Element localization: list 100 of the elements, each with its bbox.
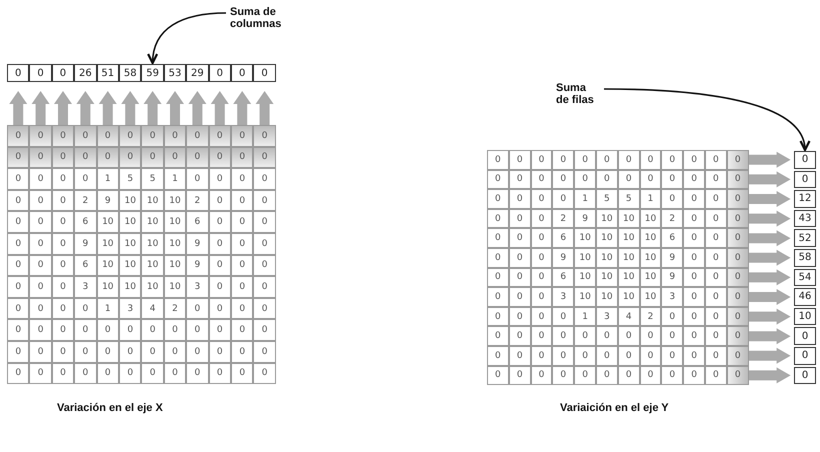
leader-arrow	[604, 88, 810, 152]
matrix-cell: 0	[530, 150, 552, 170]
matrix-cell: 0	[231, 362, 254, 384]
matrix-cell: 0	[231, 276, 254, 298]
matrix-cell: 0	[640, 366, 662, 386]
sum-cell: 26	[74, 64, 97, 82]
matrix-cell: 0	[208, 362, 231, 384]
matrix-cell: 0	[683, 208, 705, 228]
matrix-cell: 0	[487, 306, 509, 326]
matrix-cell: 3	[661, 287, 684, 307]
matrix-cell: 0	[231, 125, 254, 147]
matrix-cell: 1	[96, 298, 119, 320]
matrix-cell: 0	[705, 208, 727, 228]
matrix-cell: 0	[487, 150, 509, 170]
matrix-cell: 0	[7, 211, 30, 233]
matrix-cell: 3	[119, 298, 142, 320]
matrix-cell: 9	[661, 248, 684, 268]
matrix-cell: 0	[705, 228, 727, 248]
matrix-cell: 0	[74, 362, 97, 384]
matrix-cell: 10	[640, 268, 662, 288]
matrix-cell: 0	[508, 306, 531, 326]
matrix-cell: 0	[683, 248, 705, 268]
matrix-cell: 0	[618, 366, 640, 386]
matrix-cell: 10	[96, 211, 119, 233]
matrix-cell: 0	[253, 125, 276, 147]
matrix-cell: 0	[231, 168, 254, 190]
sum-cell: 54	[794, 268, 816, 286]
matrix-cell: 0	[141, 341, 164, 363]
matrix-cell: 10	[618, 268, 640, 288]
sum-cell: 10	[794, 308, 816, 326]
matrix-cell: 2	[164, 298, 186, 320]
matrix-cell: 0	[7, 319, 30, 341]
matrix-cell: 10	[640, 248, 662, 268]
matrix-cell: 0	[705, 189, 727, 209]
matrix-cell: 2	[661, 208, 684, 228]
matrix-cell: 0	[29, 341, 52, 363]
matrix-cell: 0	[253, 146, 276, 168]
matrix-cell: 0	[530, 228, 552, 248]
caption: Variaición en el eje Y	[560, 402, 669, 414]
matrix-cell: 10	[164, 190, 186, 212]
matrix-cell: 0	[253, 298, 276, 320]
matrix-cell: 0	[683, 306, 705, 326]
matrix-cell: 0	[552, 170, 574, 190]
matrix-cell: 0	[231, 254, 254, 276]
matrix-cell: 0	[508, 170, 531, 190]
matrix-cell: 0	[253, 211, 276, 233]
matrix-cell: 0	[74, 341, 97, 363]
matrix-cell: 0	[119, 341, 142, 363]
matrix-cell: 10	[119, 190, 142, 212]
matrix-cell: 0	[186, 168, 209, 190]
matrix-cell: 0	[208, 146, 231, 168]
matrix-cell: 0	[253, 233, 276, 255]
matrix-cell: 0	[683, 150, 705, 170]
matrix-cell: 4	[141, 298, 164, 320]
matrix-cell: 0	[208, 276, 231, 298]
matrix-cell: 0	[508, 326, 531, 346]
matrix-cell: 0	[52, 125, 74, 147]
matrix-cell: 0	[52, 341, 74, 363]
matrix-cell: 0	[661, 150, 684, 170]
matrix-cell: 3	[186, 276, 209, 298]
callout-text: Suma de filas	[556, 82, 600, 106]
matrix-cell: 10	[96, 233, 119, 255]
matrix-cell: 1	[574, 189, 596, 209]
matrix-cell: 0	[186, 146, 209, 168]
sum-cell: 0	[52, 64, 74, 82]
matrix-cell: 0	[29, 254, 52, 276]
matrix-cell: 0	[574, 366, 596, 386]
matrix-cell: 0	[208, 233, 231, 255]
matrix-cell: 0	[726, 228, 749, 248]
matrix-cell: 0	[29, 362, 52, 384]
matrix-cell: 0	[52, 190, 74, 212]
matrix-cell: 0	[29, 125, 52, 147]
matrix-cell: 9	[552, 248, 574, 268]
matrix-cell: 10	[164, 254, 186, 276]
matrix-cell: 0	[487, 346, 509, 366]
matrix-cell: 0	[96, 146, 119, 168]
sum-cell: 51	[96, 64, 119, 82]
matrix-cell: 0	[705, 287, 727, 307]
matrix-cell: 0	[141, 125, 164, 147]
matrix-cell: 0	[186, 125, 209, 147]
matrix-cell: 0	[487, 366, 509, 386]
matrix-cell: 0	[705, 150, 727, 170]
matrix-cell: 10	[119, 254, 142, 276]
matrix-cell: 1	[96, 168, 119, 190]
matrix-cell: 0	[208, 190, 231, 212]
matrix-cell: 0	[726, 170, 749, 190]
matrix-cell: 1	[574, 306, 596, 326]
matrix-cell: 0	[508, 150, 531, 170]
matrix-cell: 0	[74, 319, 97, 341]
matrix-cell: 0	[231, 341, 254, 363]
matrix-cell: 9	[96, 190, 119, 212]
matrix-cell: 0	[208, 168, 231, 190]
matrix-cell: 0	[253, 254, 276, 276]
matrix-cell: 0	[552, 306, 574, 326]
matrix-cell: 0	[618, 346, 640, 366]
matrix-cell: 2	[186, 190, 209, 212]
sum-cell: 52	[794, 229, 816, 247]
matrix-cell: 0	[552, 150, 574, 170]
matrix-cell: 6	[552, 228, 574, 248]
matrix-cell: 10	[574, 287, 596, 307]
